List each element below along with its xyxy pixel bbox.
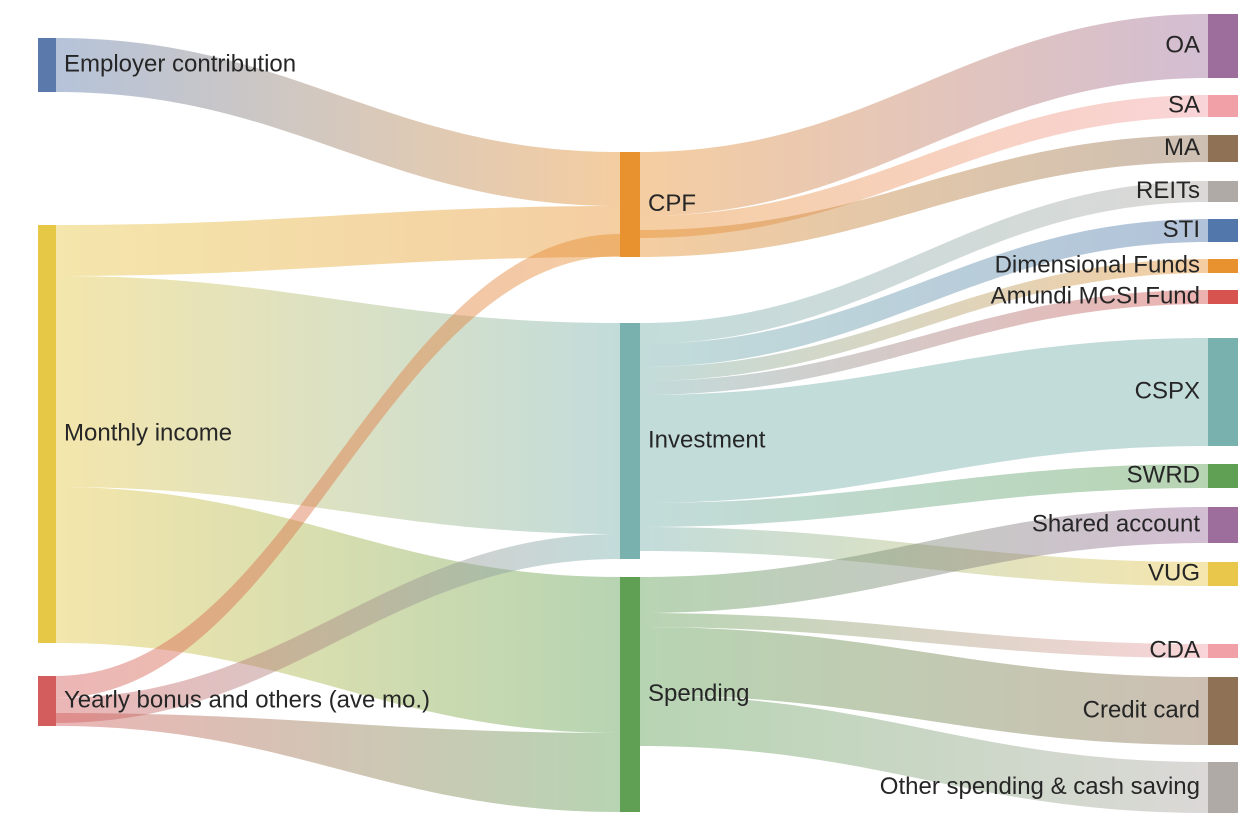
sankey-node-label-cpf: CPF <box>648 190 696 217</box>
sankey-node-spending[interactable] <box>620 577 640 812</box>
sankey-node-oa[interactable] <box>1208 14 1238 78</box>
nodes-layer <box>38 14 1238 813</box>
sankey-link-yearly_bonus-to-spending[interactable] <box>56 713 620 812</box>
sankey-node-label-vug: VUG <box>1148 559 1200 586</box>
sankey-node-monthly_income[interactable] <box>38 225 56 643</box>
sankey-node-label-swrd: SWRD <box>1127 461 1200 488</box>
sankey-link-monthly_income-to-spending[interactable] <box>56 487 620 733</box>
sankey-node-label-monthly_income: Monthly income <box>64 419 232 446</box>
sankey-node-credit_card[interactable] <box>1208 677 1238 745</box>
sankey-link-spending-to-credit_card[interactable] <box>640 627 1208 745</box>
sankey-node-cpf[interactable] <box>620 152 640 257</box>
sankey-link-cpf-to-ma[interactable] <box>640 135 1208 257</box>
sankey-link-investment-to-dimensional_funds[interactable] <box>640 259 1208 381</box>
sankey-node-label-investment: Investment <box>648 426 766 453</box>
sankey-link-employer_contribution-to-cpf[interactable] <box>56 38 620 206</box>
sankey-node-label-employer_contribution: Employer contribution <box>64 50 296 77</box>
sankey-node-other_spending[interactable] <box>1208 762 1238 813</box>
sankey-node-amundi_mcsi_fund[interactable] <box>1208 290 1238 304</box>
sankey-link-spending-to-cda[interactable] <box>640 613 1208 658</box>
sankey-node-label-other_spending: Other spending & cash saving <box>880 773 1200 800</box>
sankey-node-investment[interactable] <box>620 323 640 559</box>
sankey-link-investment-to-swrd[interactable] <box>640 464 1208 527</box>
sankey-node-sa[interactable] <box>1208 95 1238 117</box>
sankey-node-label-spending: Spending <box>648 680 749 707</box>
sankey-link-yearly_bonus-to-cpf[interactable] <box>56 234 620 698</box>
links-layer <box>56 14 1208 813</box>
sankey-node-label-cspx: CSPX <box>1135 377 1200 404</box>
sankey-link-cpf-to-oa[interactable] <box>640 14 1208 216</box>
sankey-link-spending-to-shared_account[interactable] <box>640 507 1208 613</box>
sankey-link-investment-to-reits[interactable] <box>640 181 1208 344</box>
sankey-link-monthly_income-to-cpf[interactable] <box>56 206 620 276</box>
sankey-link-investment-to-sti[interactable] <box>640 219 1208 367</box>
sankey-link-investment-to-cspx[interactable] <box>640 338 1208 503</box>
sankey-link-spending-to-other_spending[interactable] <box>640 695 1208 813</box>
sankey-node-reits[interactable] <box>1208 181 1238 202</box>
sankey-link-monthly_income-to-investment[interactable] <box>56 276 620 534</box>
sankey-node-cda[interactable] <box>1208 644 1238 658</box>
sankey-link-investment-to-amundi_mcsi_fund[interactable] <box>640 290 1208 395</box>
sankey-node-label-ma: MA <box>1164 134 1200 161</box>
sankey-node-yearly_bonus[interactable] <box>38 676 56 726</box>
sankey-node-label-reits: REITs <box>1136 177 1200 204</box>
sankey-node-label-shared_account: Shared account <box>1032 510 1200 537</box>
sankey-node-sti[interactable] <box>1208 219 1238 242</box>
sankey-node-label-sti: STI <box>1163 216 1200 243</box>
sankey-node-label-cda: CDA <box>1149 636 1200 663</box>
sankey-link-cpf-to-sa[interactable] <box>640 95 1208 238</box>
sankey-node-ma[interactable] <box>1208 135 1238 162</box>
sankey-node-label-amundi_mcsi_fund: Amundi MCSI Fund <box>991 282 1200 309</box>
sankey-node-dimensional_funds[interactable] <box>1208 259 1238 273</box>
sankey-node-label-dimensional_funds: Dimensional Funds <box>995 251 1200 278</box>
sankey-node-label-credit_card: Credit card <box>1083 696 1200 723</box>
sankey-node-label-oa: OA <box>1165 31 1200 58</box>
sankey-node-label-sa: SA <box>1168 91 1200 118</box>
sankey-node-cspx[interactable] <box>1208 338 1238 446</box>
sankey-node-swrd[interactable] <box>1208 464 1238 488</box>
sankey-node-vug[interactable] <box>1208 562 1238 586</box>
sankey-link-yearly_bonus-to-investment[interactable] <box>56 534 620 723</box>
sankey-node-shared_account[interactable] <box>1208 507 1238 543</box>
sankey-node-label-yearly_bonus: Yearly bonus and others (ave mo.) <box>64 686 430 713</box>
sankey-node-employer_contribution[interactable] <box>38 38 56 92</box>
